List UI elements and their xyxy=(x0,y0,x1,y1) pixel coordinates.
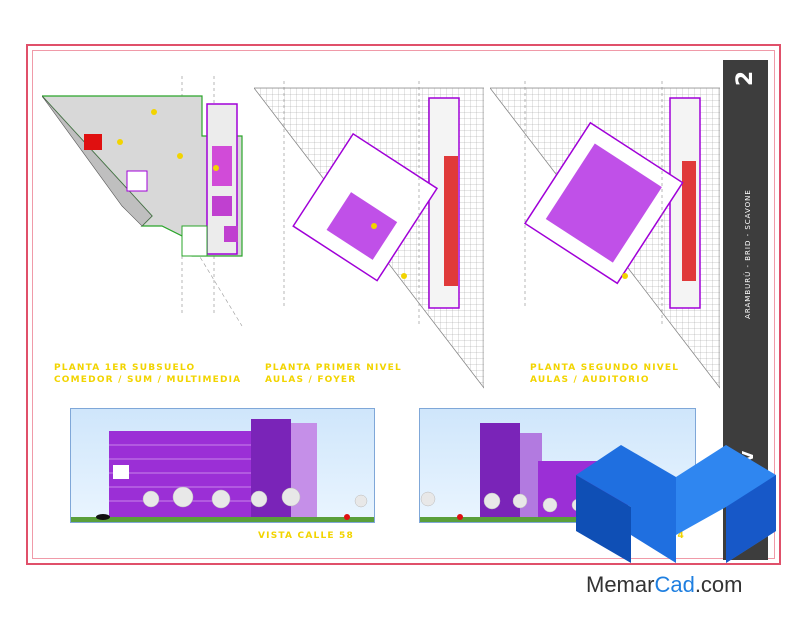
authors-text: ARAMBURÚ - BRID - SCAVONE xyxy=(744,189,752,319)
plan-label-primer-nivel: PLANTA PRIMER NIVEL AULAS / FOYER xyxy=(265,362,402,386)
sheet-number: 2 xyxy=(733,70,758,87)
brand-text[interactable]: MemarCad.com xyxy=(586,572,743,598)
plan-label-line1: PLANTA 1ER SUBSUELO xyxy=(54,363,196,373)
plan-subsuelo xyxy=(42,76,252,336)
plan-label-line2: COMEDOR / SUM / MULTIMEDIA xyxy=(54,375,242,385)
brand-text-part1: Memar xyxy=(586,572,655,597)
plan-primer-nivel xyxy=(254,76,484,391)
memarcad-logo-icon xyxy=(576,445,776,563)
elevation-label-calle-58: VISTA CALLE 58 xyxy=(258,531,354,541)
plan-segundo-nivel xyxy=(490,76,720,391)
plan-label-line2: AULAS / FOYER xyxy=(265,375,357,385)
plan-label-subsuelo: PLANTA 1ER SUBSUELO COMEDOR / SUM / MULT… xyxy=(54,362,241,386)
brand-text-part3: .com xyxy=(694,572,743,597)
plan-label-segundo-nivel: PLANTA SEGUNDO NIVEL AULAS / AUDITORIO xyxy=(530,362,679,386)
plan-label-line1: PLANTA PRIMER NIVEL xyxy=(265,363,402,373)
elevation-calle-58 xyxy=(70,408,375,523)
plan-label-line2: AULAS / AUDITORIO xyxy=(530,375,650,385)
brand-text-part2: Cad xyxy=(654,572,695,597)
sheet-border xyxy=(26,44,781,565)
plan-label-line1: PLANTA SEGUNDO NIVEL xyxy=(530,363,680,373)
sheet-inner-border xyxy=(32,50,775,559)
